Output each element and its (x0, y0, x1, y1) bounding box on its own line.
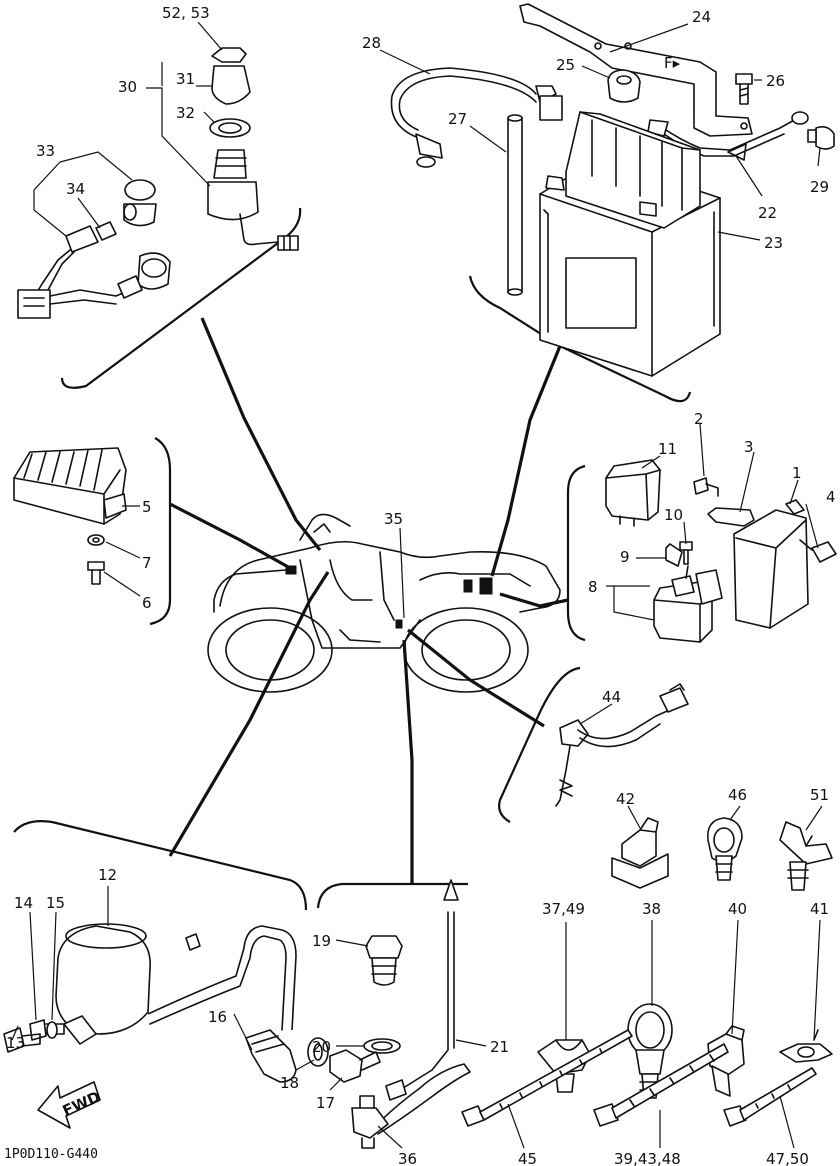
label-52-53: 52, 53 (162, 4, 210, 22)
label-40: 40 (728, 900, 747, 918)
connector-line-battery (490, 345, 562, 577)
label-38: 38 (642, 900, 661, 918)
label-24: 24 (692, 8, 711, 26)
svg-text:F▸: F▸ (664, 54, 681, 72)
connector-line-rectifier (169, 502, 291, 570)
label-33: 33 (36, 142, 55, 160)
label-45: 45 (518, 1150, 537, 1166)
relay-assembly (605, 459, 837, 643)
group-bracket-sensor (498, 666, 581, 823)
part-labels: 52, 53 31 30 32 33 34 28 27 25 24 26 29 … (4, 4, 836, 1166)
sensor-switch (555, 683, 689, 807)
label-9: 9 (620, 548, 630, 566)
label-10: 10 (664, 506, 683, 524)
label-6: 6 (142, 594, 152, 612)
leader-lines (11, 21, 823, 1149)
label-16: 16 (208, 1008, 227, 1026)
fwd-arrow-icon: FWD (37, 1081, 103, 1129)
label-21: 21 (490, 1038, 509, 1056)
label-39-43-48: 39,43,48 (614, 1150, 681, 1166)
clamp-46 (707, 817, 743, 881)
group-bracket-thermo (316, 882, 468, 909)
label-51: 51 (810, 786, 829, 804)
label-2: 2 (694, 410, 704, 428)
group-bracket-ignition-coil (13, 820, 308, 911)
diagram-code: 1P0D110-G440 (4, 1147, 98, 1162)
label-41: 41 (810, 900, 829, 918)
thermo-switch-assembly (307, 879, 471, 1149)
label-13: 13 (6, 1034, 25, 1052)
label-31: 31 (176, 70, 195, 88)
main-switch-assembly (207, 47, 299, 251)
atv-body (207, 513, 561, 693)
label-14: 14 (14, 894, 33, 912)
label-42: 42 (616, 790, 635, 808)
label-36: 36 (398, 1150, 417, 1166)
group-bracket-rectifier (149, 437, 172, 626)
label-1: 1 (792, 464, 802, 482)
label-35: 35 (384, 510, 403, 528)
label-47-50: 47,50 (766, 1150, 809, 1166)
group-bracket-relay (566, 464, 586, 642)
clamp-42 (611, 817, 669, 889)
label-11: 11 (658, 440, 677, 458)
label-30: 30 (118, 78, 137, 96)
label-8: 8 (588, 578, 598, 596)
label-34: 34 (66, 180, 85, 198)
label-32: 32 (176, 104, 195, 122)
clamp-41 (779, 1029, 833, 1063)
connector-line-sensor (406, 628, 545, 728)
label-5: 5 (142, 498, 152, 516)
label-15: 15 (46, 894, 65, 912)
label-46: 46 (728, 786, 747, 804)
connector-line-thermo (402, 639, 414, 884)
label-18: 18 (280, 1074, 299, 1092)
label-25: 25 (556, 56, 575, 74)
clamp-40 (707, 1025, 745, 1097)
indicator-harness (17, 179, 171, 319)
battery-assembly: F▸ (390, 3, 835, 377)
ignition-coil-assembly (3, 923, 297, 1083)
label-3: 3 (744, 438, 754, 456)
label-12: 12 (98, 866, 117, 884)
connector-line-coil (168, 571, 330, 857)
connector-line-relay (499, 592, 569, 608)
label-22: 22 (758, 204, 777, 222)
label-7: 7 (142, 554, 152, 572)
label-4: 4 (826, 488, 836, 506)
connector-line-switch (200, 317, 322, 551)
rectifier-regulator (13, 447, 127, 585)
label-19: 19 (312, 932, 331, 950)
label-20: 20 (312, 1038, 331, 1056)
clamp-51 (779, 821, 833, 891)
label-27: 27 (448, 110, 467, 128)
label-37-49: 37,49 (542, 900, 585, 918)
label-44: 44 (602, 688, 621, 706)
cable-tie-47-50 (723, 1067, 817, 1127)
label-17: 17 (316, 1094, 335, 1112)
label-28: 28 (362, 34, 381, 52)
cable-tie-39-43-48 (593, 1043, 729, 1127)
label-29: 29 (810, 178, 829, 196)
label-23: 23 (764, 234, 783, 252)
group-bracket-switch (60, 207, 302, 389)
cable-tie-45 (461, 1029, 633, 1127)
label-26: 26 (766, 72, 785, 90)
